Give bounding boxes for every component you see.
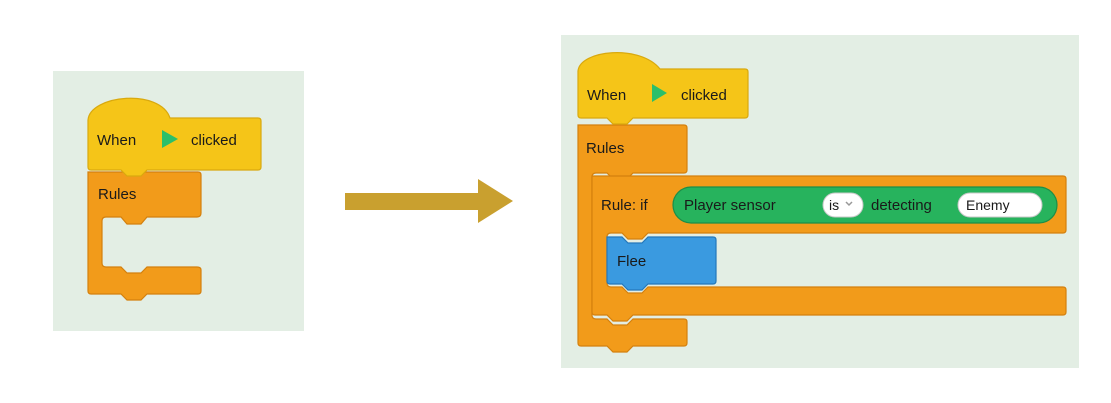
right-arrow-icon	[345, 193, 480, 210]
before-rules-block[interactable]	[87, 171, 202, 301]
target-value-field[interactable]	[957, 192, 1043, 218]
operator-dropdown[interactable]	[822, 192, 864, 218]
before-hat-clicked: clicked	[191, 132, 237, 149]
condition-pill[interactable]	[672, 186, 1058, 224]
green-flag-icon	[162, 130, 178, 148]
target-value: Enemy	[966, 197, 1010, 213]
after-hat-when: When	[587, 87, 626, 104]
flee-label: Flee	[617, 253, 646, 270]
after-hat-block[interactable]	[577, 52, 749, 125]
after-rules-label: Rules	[586, 140, 624, 157]
arrow-head	[478, 179, 513, 223]
chevron-down-icon	[845, 201, 853, 207]
green-flag-icon	[652, 84, 667, 102]
after-rules-block[interactable]	[577, 124, 688, 353]
rule-if-label: Rule: if	[601, 197, 649, 214]
sensor-label: Player sensor	[684, 197, 776, 214]
before-hat-when: When	[97, 132, 136, 149]
after-hat-clicked: clicked	[681, 87, 727, 104]
operator-value: is	[829, 197, 839, 213]
verb-label: detecting	[871, 197, 932, 214]
before-rules-label: Rules	[98, 186, 136, 203]
after-flee-block[interactable]	[606, 236, 717, 291]
